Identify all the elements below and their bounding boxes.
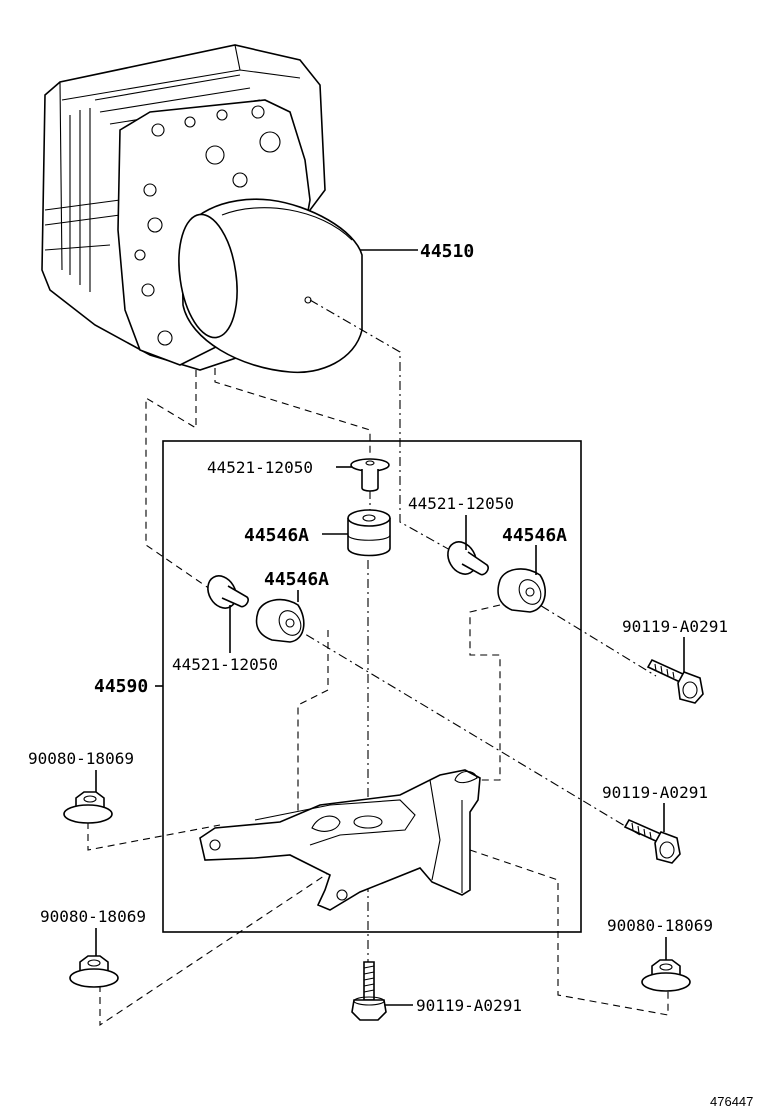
part-labels: 44510 44521-12050 44521-12050 44546A 445… bbox=[28, 241, 753, 1109]
label-bolt-bottom: 90119-A0291 bbox=[416, 996, 522, 1015]
label-44590: 44590 bbox=[94, 676, 148, 697]
actuator-44510 bbox=[41, 44, 363, 374]
pin-top bbox=[350, 458, 390, 492]
pin-right bbox=[447, 541, 489, 576]
label-nut-left-upper: 90080-18069 bbox=[28, 749, 134, 768]
label-nut-right-lower: 90080-18069 bbox=[607, 916, 713, 935]
label-grommet-top: 44546A bbox=[244, 525, 309, 546]
mounting-bracket bbox=[199, 769, 481, 911]
label-pin-top: 44521-12050 bbox=[207, 458, 313, 477]
figure-id: 476447 bbox=[710, 1094, 753, 1109]
label-grommet-left: 44546A bbox=[264, 569, 329, 590]
bolt-right-upper bbox=[646, 658, 704, 704]
label-bolt-right-upper: 90119-A0291 bbox=[622, 617, 728, 636]
label-grommet-right: 44546A bbox=[502, 525, 567, 546]
label-bolt-right-lower: 90119-A0291 bbox=[602, 783, 708, 802]
grommet-left bbox=[255, 598, 305, 643]
nut-left-lower bbox=[69, 955, 119, 988]
label-nut-left-lower: 90080-18069 bbox=[40, 907, 146, 926]
grommet-right bbox=[497, 568, 546, 613]
leader-lines bbox=[95, 249, 685, 1006]
label-44510: 44510 bbox=[420, 241, 474, 262]
label-pin-left: 44521-12050 bbox=[172, 655, 278, 674]
nut-left-upper bbox=[63, 791, 113, 824]
grommet-top bbox=[347, 509, 391, 557]
pin-left bbox=[207, 575, 249, 609]
nut-right-lower bbox=[641, 959, 691, 992]
bolt-right-lower bbox=[623, 818, 681, 864]
alignment-lines bbox=[87, 299, 669, 1027]
label-pin-right: 44521-12050 bbox=[408, 494, 514, 513]
bolt-bottom bbox=[351, 961, 387, 1021]
